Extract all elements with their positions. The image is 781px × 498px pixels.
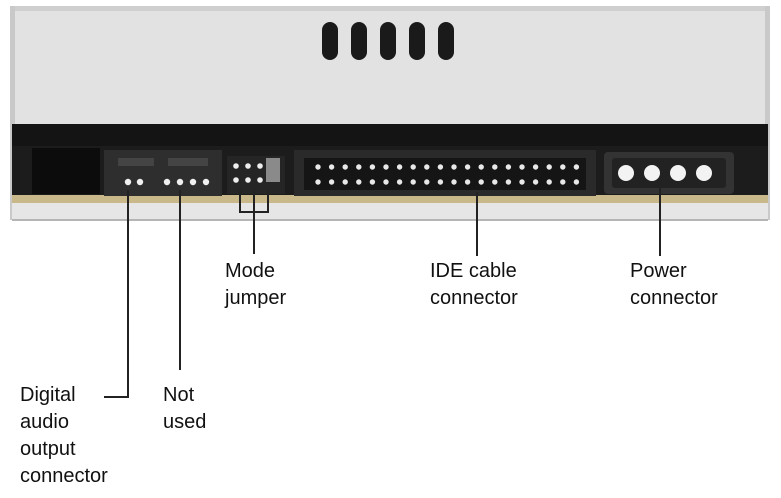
drive-bottom-edge — [12, 219, 768, 221]
ide-pin — [546, 164, 552, 170]
label-digital-audio-output-connector: Digital audio output connector — [20, 384, 108, 487]
ide-pin — [437, 179, 444, 185]
ide-pin — [505, 164, 512, 170]
label-not-used: Not used — [163, 384, 207, 433]
audio-output-pins — [124, 178, 144, 186]
ide-pin — [560, 164, 566, 170]
ide-pin — [464, 164, 471, 170]
ide-pin — [369, 164, 376, 170]
ide-connector — [294, 150, 596, 196]
label-ide-cable-connector: IDE cable connector — [430, 260, 518, 309]
vent-slots — [322, 22, 454, 60]
drive-left-edge — [10, 6, 15, 220]
ide-pin — [396, 179, 403, 185]
ide-pin — [369, 179, 376, 185]
ide-pin — [356, 164, 362, 170]
ide-pin — [342, 164, 348, 170]
ide-pin — [396, 164, 403, 170]
ide-pin — [356, 179, 362, 185]
ide-pin — [573, 179, 580, 185]
ide-pin — [560, 179, 566, 185]
left-recess — [32, 148, 100, 194]
drive-bottom-face — [12, 203, 768, 221]
mode-jumper-leader — [239, 190, 269, 254]
ide-pin — [478, 179, 484, 185]
ide-pin — [328, 179, 335, 185]
ide-pin — [532, 164, 539, 170]
ide-pin — [424, 179, 430, 185]
ide-pin — [478, 164, 484, 170]
ide-pin — [492, 179, 498, 185]
ide-pin — [383, 164, 389, 170]
audio-connector-housing — [104, 150, 222, 196]
ide-pin — [410, 164, 416, 170]
label-mode-jumper: Mode jumper — [225, 260, 287, 309]
label-power-connector: Power connector — [630, 260, 718, 309]
drive-right-edge — [765, 6, 770, 220]
ide-pin — [519, 179, 525, 185]
power-connector — [604, 152, 734, 194]
drive-top-edge — [10, 6, 770, 11]
mode-jumper-block — [227, 156, 285, 194]
ide-pin — [519, 164, 525, 170]
ide-pin — [451, 179, 457, 185]
digital-audio-leader — [104, 190, 129, 398]
ide-pin — [383, 179, 389, 185]
ide-pin — [342, 179, 348, 185]
ide-pin — [328, 164, 335, 170]
ide-pin — [573, 164, 580, 170]
ide-pin — [315, 164, 321, 170]
ide-pin — [532, 179, 539, 185]
ide-pin — [410, 179, 416, 185]
ide-pin — [492, 164, 498, 170]
not-used-pins — [163, 178, 210, 186]
ide-pin — [451, 164, 457, 170]
ide-pin — [505, 179, 512, 185]
ide-pin — [437, 164, 444, 170]
ide-pin — [546, 179, 552, 185]
leader-lines — [104, 182, 661, 398]
pcb-strip — [12, 195, 768, 203]
ide-pin — [424, 164, 430, 170]
ide-pin — [464, 179, 471, 185]
rear-panel-shade — [12, 124, 768, 146]
ide-pin — [315, 179, 321, 185]
